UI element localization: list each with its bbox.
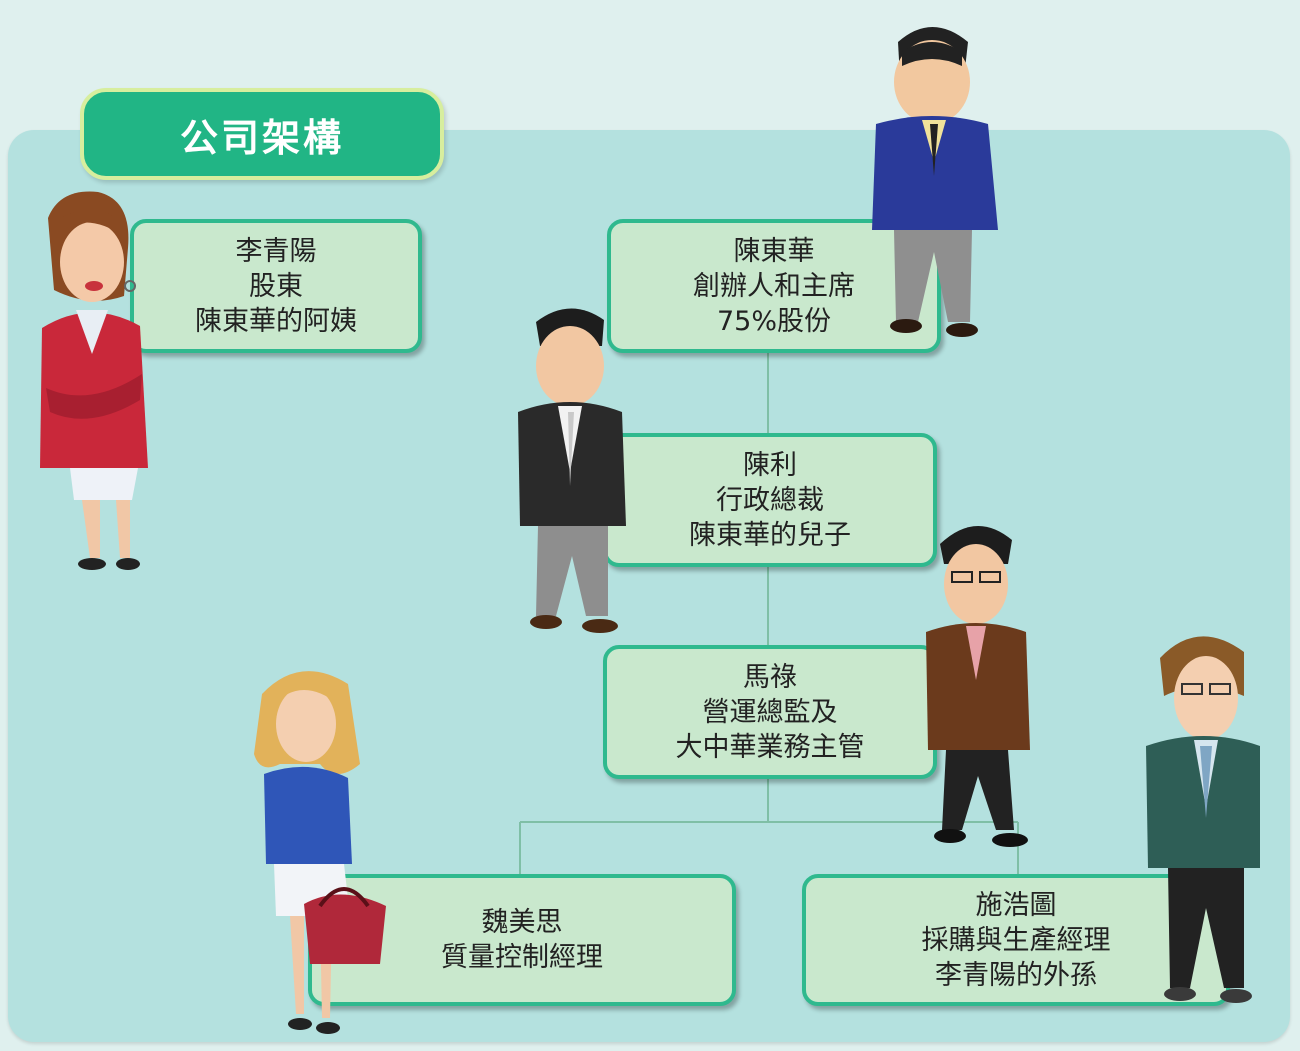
figure-wei-meisi (254, 671, 386, 1034)
box-procurement-manager: 施浩圖 採購與生產經理 李青陽的外孫 (802, 874, 1230, 1006)
box-ceo: 陳利 行政總裁 陳東華的兒子 (603, 433, 937, 567)
figure-chen-li (518, 308, 626, 633)
figure-ma-lu (926, 525, 1030, 847)
box-relation: 李青陽的外孫 (935, 959, 1097, 991)
box-name: 李青陽 (235, 235, 317, 267)
box-name: 馬祿 (743, 661, 797, 693)
box-name: 陳東華 (733, 235, 815, 267)
box-role-2: 大中華業務主管 (675, 731, 865, 763)
box-role: 行政總裁 (716, 484, 824, 516)
page-title: 公司架構 (179, 115, 344, 160)
box-role: 營運總監及 (702, 696, 838, 728)
box-shareholder: 李青陽 股東 陳東華的阿姨 (130, 219, 422, 353)
box-coo: 馬祿 營運總監及 大中華業務主管 (603, 645, 937, 779)
box-name: 魏美思 (481, 907, 563, 938)
box-relation: 陳東華的阿姨 (195, 305, 357, 337)
figure-chen-donghua (872, 27, 998, 337)
figure-shi-haotu (1146, 636, 1260, 1003)
box-relation: 陳東華的兒子 (689, 519, 851, 551)
box-role: 創辦人和主席 (693, 270, 855, 302)
box-name: 施浩圖 (975, 889, 1057, 921)
box-name: 陳利 (743, 449, 797, 481)
box-role: 採購與生產經理 (921, 924, 1111, 956)
box-founder: 陳東華 創辦人和主席 75%股份 (607, 219, 941, 353)
title-tab: 公司架構 (80, 88, 444, 180)
box-role: 股東 (249, 270, 303, 302)
box-role: 質量控制經理 (441, 942, 603, 973)
box-share: 75%股份 (716, 305, 831, 337)
figure-li-qingyang (40, 191, 148, 570)
